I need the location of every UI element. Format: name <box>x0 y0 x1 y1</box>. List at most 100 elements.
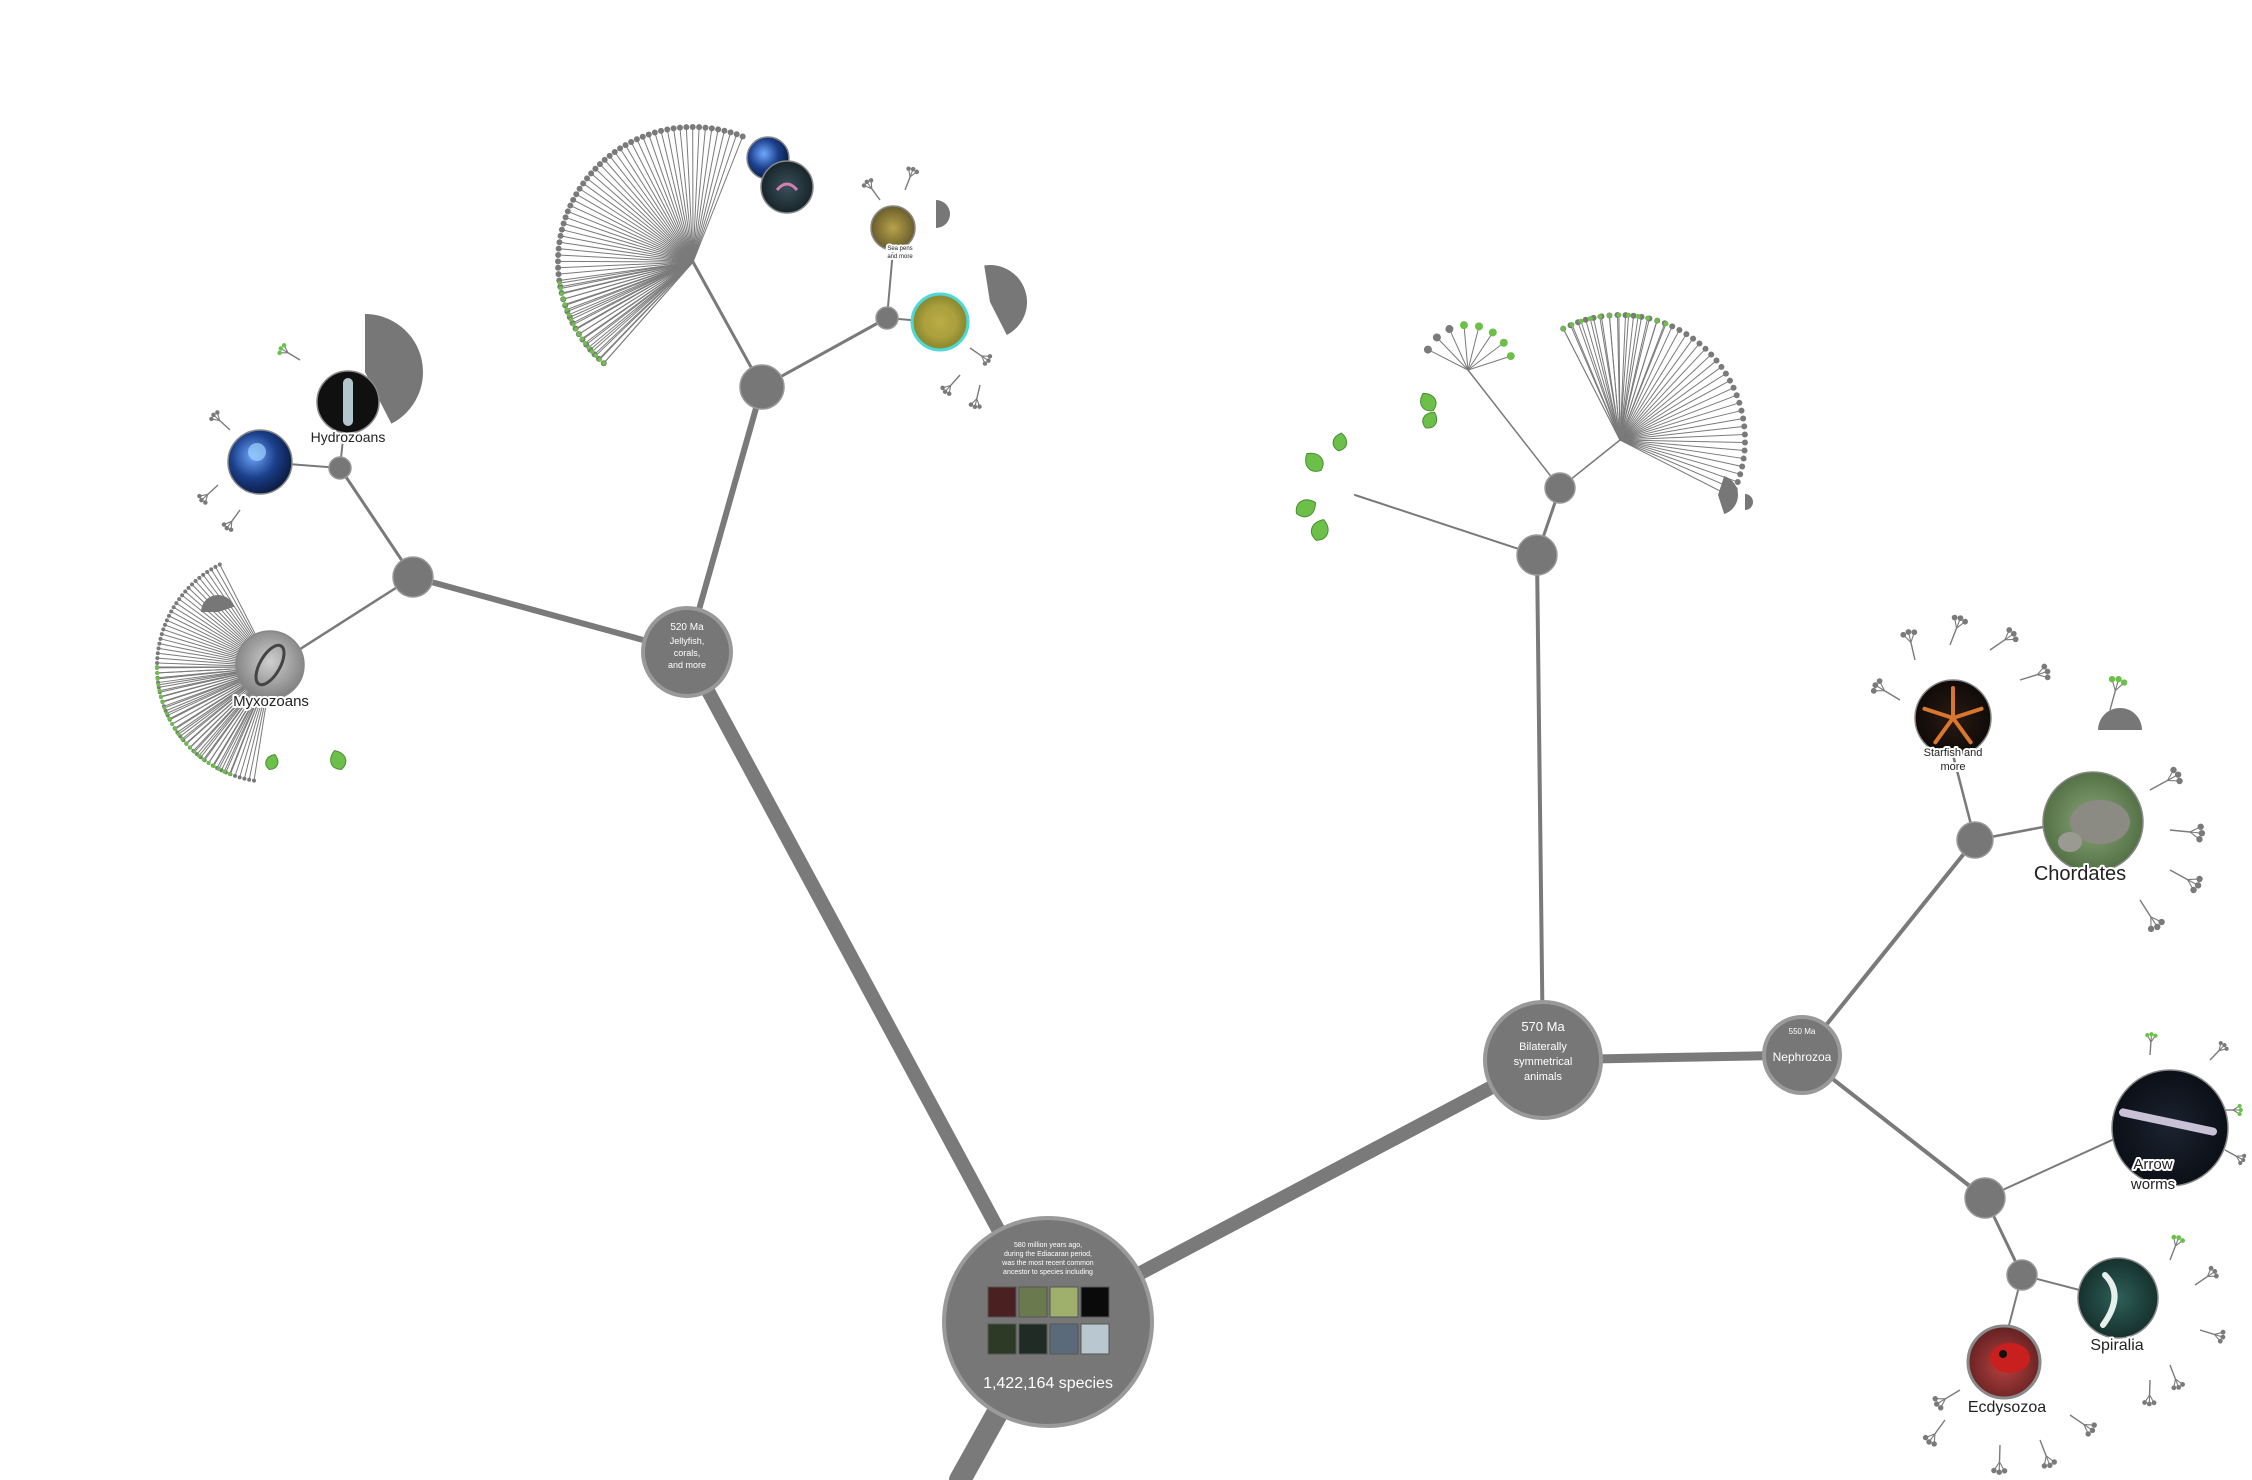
sprig-spiralia-0[interactable] <box>2169 1234 2186 1261</box>
node[interactable] <box>739 364 785 410</box>
sprig-arrowworm-3[interactable] <box>2224 1149 2247 1166</box>
sprig-spiralia-3[interactable] <box>2169 1364 2186 1391</box>
sprig-hydrozoa-0[interactable] <box>209 410 231 431</box>
sprig-anthozoa-4[interactable] <box>940 374 961 396</box>
node[interactable] <box>1956 821 1994 859</box>
sprig-chordates-4[interactable] <box>2108 675 2128 711</box>
node[interactable] <box>1544 472 1576 504</box>
flatworm-photo[interactable] <box>2077 1257 2159 1339</box>
root-thumb-mantis-photo[interactable] <box>987 1323 1017 1355</box>
root-thumb-arrowworm-photo[interactable] <box>1018 1323 1048 1355</box>
myxozoan-photo[interactable] <box>235 630 305 700</box>
anthozoa-green-tips[interactable] <box>557 261 694 366</box>
sprig-anthozoa-1[interactable] <box>904 166 920 191</box>
label-chordates[interactable]: Chordates <box>2032 861 2128 887</box>
green-leaf-icon[interactable] <box>1301 448 1328 475</box>
label-starfish-1[interactable]: Starfish and <box>1922 745 1985 761</box>
sprig-starfish-2[interactable] <box>1949 614 1969 646</box>
node[interactable] <box>1516 534 1558 576</box>
root-thumbnail-grid[interactable] <box>987 1286 1110 1355</box>
label-sea-pens-2[interactable]: and more <box>885 252 915 262</box>
sprig-chordates-1[interactable] <box>2169 823 2206 843</box>
elephant-photo[interactable] <box>2042 771 2144 873</box>
nephrozoa-node-circle[interactable] <box>1762 1015 1842 1095</box>
node[interactable] <box>1964 1177 2006 1219</box>
node-nephrozoa[interactable]: 550 Ma Nephrozoa <box>1773 1027 1832 1064</box>
label-starfish-2[interactable]: more <box>1938 759 1967 775</box>
label-spiralia[interactable]: Spiralia <box>2088 1335 2145 1356</box>
arrowworm-photo[interactable] <box>2111 1069 2229 1187</box>
root-thumb-fish-photo[interactable] <box>1080 1323 1110 1355</box>
green-leaf-icon[interactable] <box>264 752 281 771</box>
label-myxozoans[interactable]: Myxozoans <box>231 691 311 712</box>
sprig-hydrozoa-3[interactable] <box>277 343 301 361</box>
sprig-ecdysozoa-1[interactable] <box>1922 1419 1946 1447</box>
myxozoa-small-wedge[interactable] <box>201 595 235 612</box>
ladybird-photo[interactable] <box>1966 1324 2042 1400</box>
jellyfish-node-circle[interactable] <box>641 606 733 698</box>
green-leaf-icon[interactable] <box>1332 432 1348 452</box>
anthozoa-wedge[interactable] <box>984 265 1028 335</box>
sprig-ecdysozoa-2[interactable] <box>1991 1444 2008 1475</box>
sprig-starfish-1[interactable] <box>1900 629 1918 661</box>
node-jellyfish-corals[interactable]: 520 Ma Jellyfish, corals, and more <box>668 622 706 670</box>
sprig-spiralia-2[interactable] <box>2199 1329 2226 1344</box>
root-node[interactable]: 580 million years ago, during the Ediaca… <box>942 1216 1154 1428</box>
root-thumb-worm-photo[interactable] <box>1080 1286 1110 1318</box>
hydrozoan-photo[interactable] <box>316 370 380 434</box>
green-leaf-icon[interactable] <box>1308 517 1331 543</box>
sea-pen-photo[interactable] <box>870 205 916 251</box>
hydrozoa-wedge[interactable] <box>365 314 424 424</box>
chordate-wedge[interactable] <box>2098 708 2142 730</box>
sprig-starfish-3[interactable] <box>1989 627 2019 651</box>
green-leaf-icon[interactable] <box>1420 409 1441 431</box>
sprig-ecdysozoa-3[interactable] <box>2039 1439 2057 1469</box>
upper-right-leaf-fan[interactable] <box>1560 312 1748 500</box>
upper-right-wedge-small[interactable] <box>1745 494 1753 510</box>
node[interactable] <box>875 306 899 330</box>
starfish-photo[interactable] <box>1914 679 1992 757</box>
anemone-photo-2[interactable] <box>760 160 814 214</box>
sprig-chordates-0[interactable] <box>2149 766 2183 791</box>
label-arrow-worms-1[interactable]: Arrow <box>2131 1154 2174 1175</box>
green-leaf-icon[interactable] <box>1417 390 1440 415</box>
sprig-ecdysozoa-0[interactable] <box>1932 1389 1961 1411</box>
sprig-starfish-4[interactable] <box>2019 663 2051 681</box>
upper-fan-small[interactable] <box>1423 321 1515 371</box>
sprig-spiralia-4[interactable] <box>2142 1379 2157 1407</box>
node-bilateria[interactable]: 570 Ma Bilaterally symmetrical animals <box>1514 1019 1573 1083</box>
sprig-starfish-0[interactable] <box>1870 678 1901 701</box>
upper-right-wedge[interactable] <box>1718 475 1738 515</box>
sprig-arrowworm-2[interactable] <box>2220 1103 2243 1117</box>
sprig-anthozoa-0[interactable] <box>861 178 881 201</box>
label-arrow-worms-2[interactable]: worms <box>2128 1174 2177 1195</box>
root-thumb-elephant-photo[interactable] <box>1018 1286 1048 1318</box>
sprig-hydrozoa-1[interactable] <box>197 484 219 505</box>
sprig-chordates-3[interactable] <box>2139 899 2165 933</box>
bilateria-node-circle[interactable] <box>1483 1000 1603 1120</box>
sprig-spiralia-1[interactable] <box>2194 1265 2219 1286</box>
sprig-anthozoa-3[interactable] <box>968 384 982 410</box>
anthozoa-leaf-fan[interactable] <box>555 124 746 367</box>
sprig-chordates-2[interactable] <box>2169 869 2203 894</box>
green-leaf-icon[interactable] <box>1292 495 1319 520</box>
root-thumb-spider-photo[interactable] <box>1049 1323 1079 1355</box>
upper-right-green-tips[interactable] <box>1560 312 1669 441</box>
sprig-arrowworm-1[interactable] <box>2209 1040 2229 1061</box>
label-sea-pens-1[interactable]: Sea pens <box>885 244 914 254</box>
jellyfish-photo[interactable] <box>227 429 293 495</box>
label-hydrozoans[interactable]: Hydrozoans <box>309 427 388 447</box>
sprig-anthozoa-2[interactable] <box>969 347 993 366</box>
root-thumb-grasshopper-photo[interactable] <box>1049 1286 1079 1318</box>
green-leaf-icon[interactable] <box>328 748 349 772</box>
sprig-hydrozoa-2[interactable] <box>221 509 241 532</box>
coral-photo[interactable] <box>910 292 970 352</box>
small-wedge[interactable] <box>936 200 950 228</box>
sprig-arrowworm-0[interactable] <box>2145 1032 2158 1056</box>
node[interactable] <box>2006 1259 2038 1291</box>
label-ecdysozoa[interactable]: Ecdysozoa <box>1966 1397 2048 1418</box>
sprig-ecdysozoa-4[interactable] <box>2069 1414 2097 1437</box>
root-thumb-ladybird-photo[interactable] <box>987 1286 1017 1318</box>
node[interactable] <box>392 556 434 598</box>
